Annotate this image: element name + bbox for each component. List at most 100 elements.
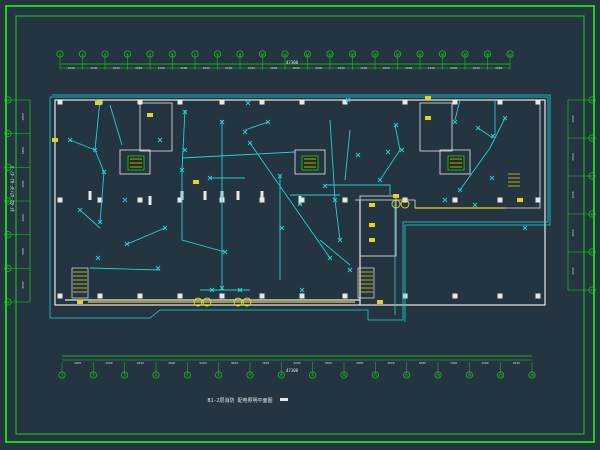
bottom-dimension-value: 3600: [325, 361, 332, 365]
bottom-dimension-value: 3600: [262, 361, 269, 365]
lamp-icon: [322, 183, 328, 189]
top-dimension-value: 2500: [68, 66, 75, 70]
fixtures: [52, 96, 528, 304]
lamp-icon: [155, 265, 161, 271]
top-axis-bubble: [236, 50, 244, 58]
bottom-dimension-value: 4800: [137, 361, 144, 365]
wire-10: [244, 121, 269, 131]
left-axis-label: A: [7, 98, 10, 102]
column: [299, 99, 305, 105]
lighting-wiring: [69, 99, 506, 291]
top-axis-label: 18: [440, 52, 444, 56]
right-dimension-value: 5800: [571, 153, 575, 160]
bottom-dimension-value: 4000: [74, 361, 81, 365]
door-symbol: [391, 199, 410, 209]
outer-frame: [5, 5, 595, 443]
column: [497, 197, 503, 203]
lamp-icon: [347, 267, 353, 273]
bottom-axis-label: 15: [499, 373, 503, 377]
distribution-box-icon: [425, 116, 431, 120]
left-axis-bubble: [4, 231, 12, 239]
lamp-icon: [377, 177, 383, 183]
top-axis-bubble: [483, 50, 492, 58]
column: [497, 293, 503, 299]
column: [298, 196, 302, 205]
column: [452, 99, 458, 105]
top-dimension-value: 1500: [248, 66, 255, 70]
column: [137, 293, 143, 299]
bottom-axis-label: 7: [249, 373, 251, 377]
lamp-icon: [124, 241, 130, 247]
bottom-axis-bubble: [465, 371, 473, 379]
top-dimension-value: 2000: [383, 66, 390, 70]
top-axis-bubble: [168, 50, 177, 58]
top-axis-bubble: [461, 50, 469, 58]
bottom-axis-bubble: [89, 371, 97, 379]
lamp-icon: [279, 225, 285, 231]
right-axis-bubble: [588, 172, 596, 180]
distribution-box-icon: [369, 238, 375, 242]
wire-1: [94, 99, 105, 223]
transformer-icons: [127, 155, 465, 171]
lamp-icon: [122, 197, 128, 203]
title-scale-bar: [280, 398, 288, 401]
distribution-box-icon: [369, 223, 375, 227]
top-axis-label: 12: [305, 52, 309, 56]
wire-15: [325, 184, 391, 195]
bottom-dimension-value: 2000: [513, 361, 520, 365]
lamp-icon: [182, 109, 188, 115]
top-dimension-value: 2500: [180, 66, 187, 70]
wire-3: [69, 139, 96, 151]
top-axis-label: 19: [463, 52, 467, 56]
right-axis-bubble: [588, 96, 596, 104]
top-axis-label: 9: [239, 52, 241, 56]
distribution-box-icon: [95, 101, 101, 105]
bottom-dimension-value: 4000: [293, 361, 300, 365]
inner-frame: [15, 15, 585, 435]
top-dimension-value: 1500: [158, 66, 165, 70]
lamp-icon: [219, 285, 225, 291]
top-axis-label: 3: [104, 52, 106, 56]
top-axis-bubble: [258, 50, 267, 58]
bottom-axis-bubble: [371, 371, 379, 379]
lamp-icon: [222, 249, 228, 255]
bottom-axis-label: 12: [405, 373, 409, 377]
right-dimension-value: 4000: [571, 267, 575, 274]
bottom-axis-bubble: [528, 371, 536, 379]
wire-8: [181, 151, 296, 159]
top-axis-label: 21: [508, 52, 512, 56]
bottom-dimension-value: 4000: [168, 361, 175, 365]
lamp-icon: [442, 197, 448, 203]
core-west: [139, 102, 173, 152]
left-margin-note: 3F-B2-47/3F-B2-47-3: [10, 166, 15, 212]
lamp-icon: [332, 197, 338, 203]
lamp-icon: [475, 125, 481, 131]
distribution-box-icon: [193, 180, 199, 184]
column: [402, 99, 408, 105]
right-axis-label: C: [591, 174, 593, 178]
top-axis-bubble: [371, 50, 379, 58]
wire-11: [249, 142, 331, 259]
overall-dimension-top: 47300: [286, 60, 299, 65]
top-axis-bubble: [191, 50, 199, 58]
top-axis-bubble: [348, 50, 357, 58]
left-dimension-value: 3000: [21, 214, 25, 221]
bottom-axis-label: 1: [61, 373, 63, 377]
lamp-icon: [179, 167, 185, 173]
boundary-outer: [49, 96, 549, 321]
lamp-icon: [393, 122, 399, 128]
left-axis-label: D: [7, 199, 9, 203]
top-axis-bubble: [326, 50, 334, 58]
inner-wall-north: [355, 100, 541, 209]
lamp-icon: [355, 152, 361, 158]
bottom-dimension-value: 3200: [481, 361, 488, 365]
structural-columns: [57, 99, 541, 299]
lamp-icon: [457, 187, 463, 193]
bottom-axis-bubble: [121, 371, 129, 379]
left-axis-bubble: [4, 163, 12, 171]
right-axis-label: A: [591, 98, 594, 102]
right-axis-bubble: [588, 286, 596, 294]
bottom-axis-label: 4: [155, 373, 157, 377]
right-axis-label: B: [591, 136, 593, 140]
